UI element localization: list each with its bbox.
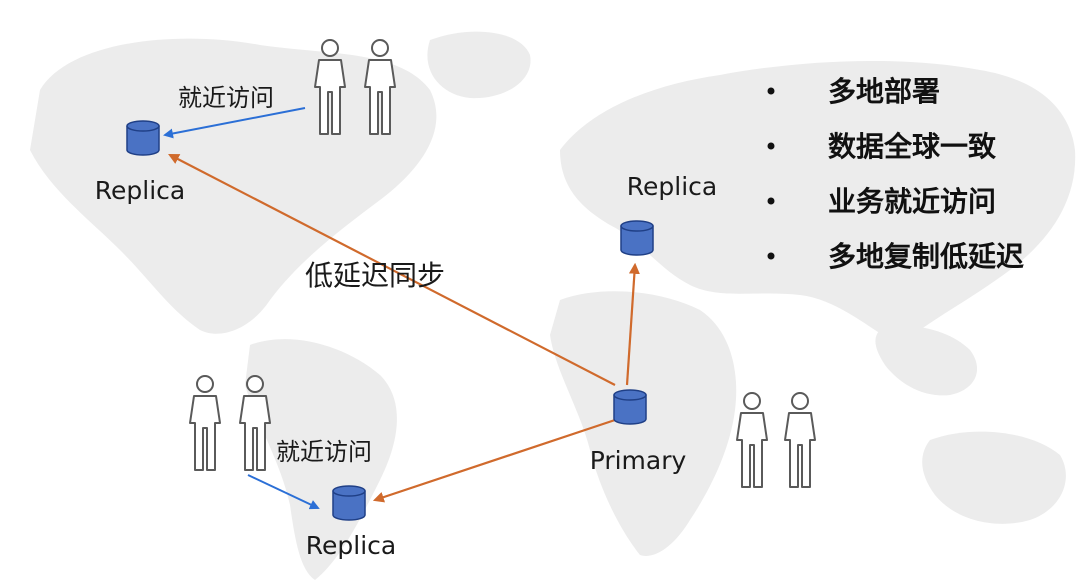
- primary-label: Primary: [590, 446, 687, 475]
- world-map-background: [30, 31, 1076, 580]
- person-icon: [736, 392, 768, 488]
- bullet-dot: [767, 252, 775, 260]
- bullet-item: 数据全球一致: [828, 130, 997, 163]
- bullet-dot: [767, 87, 775, 95]
- database-icon: [613, 389, 647, 425]
- map-europe-asia: [560, 60, 1076, 346]
- replica-eu-label: Replica: [627, 172, 717, 201]
- map-greenland: [427, 31, 531, 99]
- map-south-america: [245, 339, 397, 580]
- database-icon: [620, 220, 654, 256]
- replica-na-label: Replica: [95, 176, 185, 205]
- map-australia: [922, 431, 1066, 524]
- nearby-access-arrow-top: [163, 107, 306, 139]
- sync-arrow-to-na-replica: [168, 153, 616, 386]
- map-africa: [550, 291, 737, 556]
- person-icon: [189, 375, 221, 471]
- nearby-access-arrow-bottom: [247, 474, 320, 510]
- nearby-access-label-bottom: 就近访问: [276, 438, 372, 466]
- feature-bullet-list: 多地部署 数据全球一致 业务就近访问 多地复制低延迟: [767, 75, 1024, 273]
- low-latency-sync-label: 低延迟同步: [305, 259, 445, 292]
- bullet-dot: [767, 142, 775, 150]
- bullet-item: 多地复制低延迟: [828, 240, 1024, 273]
- replica-sa-label: Replica: [306, 531, 396, 560]
- sync-arrow-to-eu-replica: [625, 262, 640, 386]
- database-icon: [126, 120, 160, 156]
- bullet-item: 业务就近访问: [828, 185, 996, 218]
- nearby-access-label-top: 就近访问: [178, 84, 274, 112]
- bullet-item: 多地部署: [828, 75, 940, 108]
- database-icon: [332, 485, 366, 521]
- person-icon: [784, 392, 816, 488]
- map-southeast-asia: [875, 326, 978, 396]
- bullet-dot: [767, 197, 775, 205]
- sync-arrow-to-sa-replica: [372, 418, 616, 503]
